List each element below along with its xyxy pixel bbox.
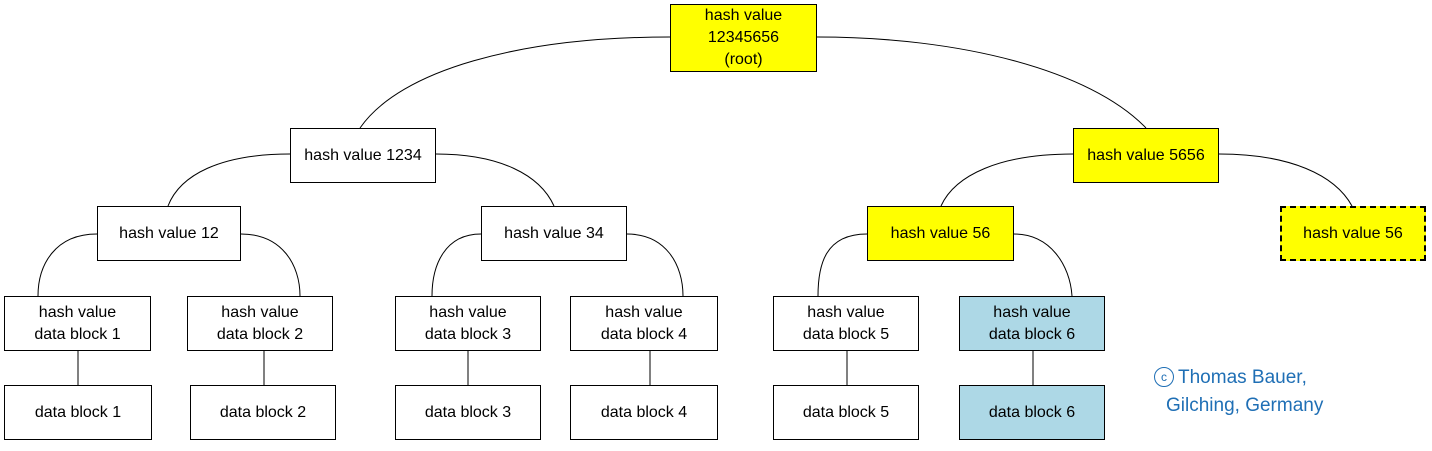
root-hash-node: hash value 12345656 (root) — [670, 4, 817, 72]
leaf-hash-node-4: hash value data block 4 — [570, 296, 718, 351]
copyright-line2: Gilching, Germany — [1166, 395, 1324, 416]
data-block-3-label: data block 3 — [424, 403, 512, 421]
connector-5656-56 — [940, 153, 1074, 207]
copyright-line1: Thomas Bauer, — [1178, 367, 1307, 388]
connector-34-hd4 — [626, 233, 684, 297]
leaf-hash-node-1: hash value data block 1 — [4, 296, 151, 351]
connector-5656-56copy — [1218, 153, 1353, 207]
connector-root-5656 — [816, 36, 1147, 129]
hash-node-56: hash value 56 — [867, 206, 1014, 261]
data-block-node-4: data block 4 — [570, 385, 718, 440]
connector-12-hd2 — [240, 233, 301, 297]
leaf-hash-6-line1: hash value — [993, 303, 1071, 321]
connector-56-hd6 — [1013, 233, 1073, 297]
leaf-hash-1-line2: data block 1 — [34, 325, 121, 343]
root-hash-line1: hash value — [704, 7, 783, 24]
leaf-hash-4-line1: hash value — [605, 303, 683, 321]
leaf-hash-1-line1: hash value — [38, 303, 117, 321]
hash-node-56-duplicate: hash value 56 — [1280, 206, 1426, 261]
leaf-hash-5-line1: hash value — [807, 303, 885, 321]
connector-12-hd1 — [37, 233, 98, 297]
hash-node-5656: hash value 5656 — [1073, 128, 1219, 183]
data-block-node-3: data block 3 — [395, 385, 541, 440]
root-hash-line3: (root) — [724, 51, 763, 68]
leaf-hash-2-line1: hash value — [221, 303, 299, 321]
hash-node-1234-label: hash value 1234 — [304, 146, 422, 164]
data-block-node-6: data block 6 — [959, 385, 1105, 440]
data-block-2-label: data block 2 — [219, 403, 307, 421]
connector-1234-34 — [435, 153, 555, 207]
leaf-hash-5-line2: data block 5 — [802, 325, 890, 343]
leaf-hash-3-line1: hash value — [429, 303, 507, 321]
hash-node-56-duplicate-label: hash value 56 — [1303, 224, 1403, 242]
leaf-hash-node-6: hash value data block 6 — [959, 296, 1105, 351]
hash-node-1234: hash value 1234 — [290, 128, 436, 183]
data-block-node-1: data block 1 — [4, 385, 152, 440]
leaf-hash-node-5: hash value data block 5 — [773, 296, 919, 351]
leaf-hash-node-3: hash value data block 3 — [395, 296, 541, 351]
data-block-5-label: data block 5 — [802, 403, 890, 421]
data-block-node-2: data block 2 — [190, 385, 336, 440]
leaf-hash-2-line2: data block 2 — [216, 325, 304, 343]
connector-1234-12 — [167, 153, 291, 207]
root-hash-line2: 12345656 — [707, 29, 780, 46]
connector-root-1234 — [359, 36, 671, 129]
leaf-hash-6-line2: data block 6 — [988, 325, 1076, 343]
leaf-hash-4-line2: data block 4 — [600, 325, 688, 343]
connector-56-hd5 — [817, 233, 868, 297]
hash-node-12: hash value 12 — [97, 206, 241, 261]
copyright-icon: c — [1154, 367, 1174, 387]
leaf-hash-3-line2: data block 3 — [424, 325, 512, 343]
data-block-node-5: data block 5 — [773, 385, 919, 440]
hash-node-5656-label: hash value 5656 — [1087, 146, 1205, 164]
data-block-6-label: data block 6 — [988, 403, 1076, 421]
data-block-1-label: data block 1 — [34, 403, 122, 421]
connector-34-hd3 — [431, 233, 482, 297]
leaf-hash-node-2: hash value data block 2 — [187, 296, 333, 351]
hash-node-56-label: hash value 56 — [890, 224, 991, 242]
data-block-4-label: data block 4 — [600, 403, 688, 421]
hash-node-34: hash value 34 — [481, 206, 627, 261]
hash-node-34-label: hash value 34 — [504, 224, 604, 242]
hash-node-12-label: hash value 12 — [119, 224, 219, 242]
